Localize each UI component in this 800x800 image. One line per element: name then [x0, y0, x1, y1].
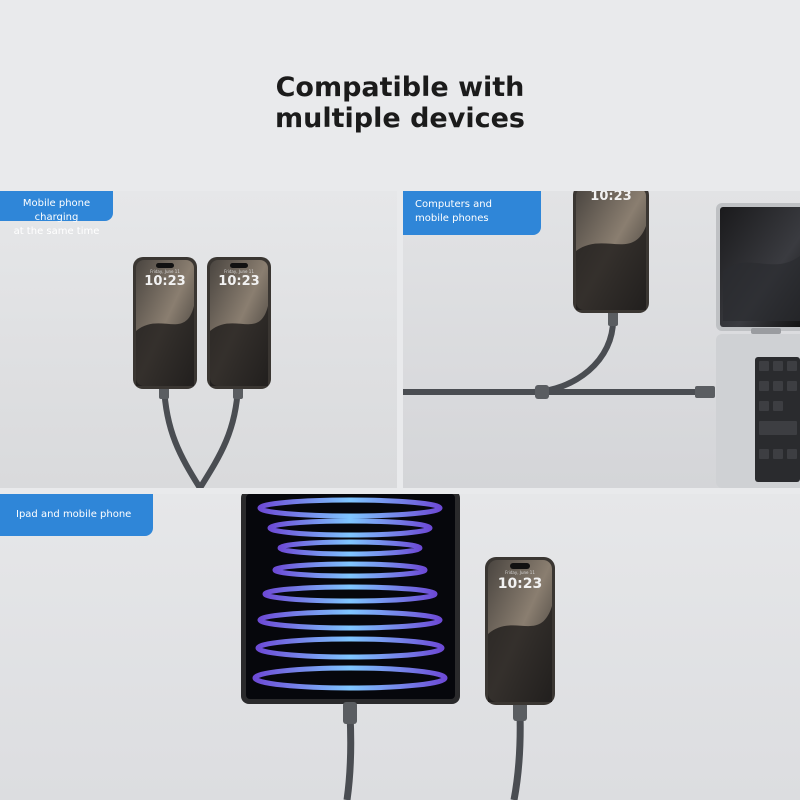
ipad — [241, 494, 460, 704]
panel-dual-phone-charging: Mobile phone charging at the same time F… — [0, 191, 397, 488]
svg-text:Friday, June 11: Friday, June 11 — [224, 269, 254, 274]
lock-screen-time: 10:23 — [590, 191, 631, 204]
headline-line-2: multiple devices — [275, 103, 525, 134]
panel-label-badge: Computers and mobile phones — [403, 191, 541, 235]
svg-text:Friday, June 11: Friday, June 11 — [150, 269, 180, 274]
lock-screen-time: 10:23 — [218, 274, 259, 289]
lock-screen-time: 10:23 — [498, 576, 543, 592]
headline-line-1: Compatible with — [275, 72, 525, 103]
svg-text:Friday, June 11: Friday, June 11 — [505, 570, 535, 575]
page-headline: Compatible with multiple devices — [0, 72, 800, 134]
phone: 10:23 — [573, 191, 649, 313]
lock-screen-time: 10:23 — [144, 274, 185, 289]
panel-label-line-1: Ipad and mobile phone — [16, 509, 132, 520]
phone-right: Friday, June 11 10:23 — [207, 257, 271, 389]
dual-phone-illustration: Friday, June 11 10:23 Friday, June 11 10… — [0, 191, 397, 488]
panel-label-line-1: Mobile phone charging — [22, 198, 91, 223]
panel-ipad-and-phone: Ipad and mobile phone — [0, 494, 800, 800]
ipad-phone-illustration: Friday, June 11 10:23 — [0, 494, 800, 800]
phone-left: Friday, June 11 10:23 — [133, 257, 197, 389]
panel-label-badge: Ipad and mobile phone — [0, 494, 153, 536]
panel-label-line-2: at the same time — [13, 226, 100, 237]
panel-label-line-1: Computers and — [415, 199, 492, 210]
computer-phone-illustration: 10:23 — [403, 191, 800, 488]
panel-label-badge: Mobile phone charging at the same time — [0, 191, 113, 237]
phone: Friday, June 11 10:23 — [485, 557, 555, 705]
panel-computer-and-phone: Computers and mobile phones — [403, 191, 800, 488]
panel-label-line-2: mobile phones — [415, 213, 489, 224]
